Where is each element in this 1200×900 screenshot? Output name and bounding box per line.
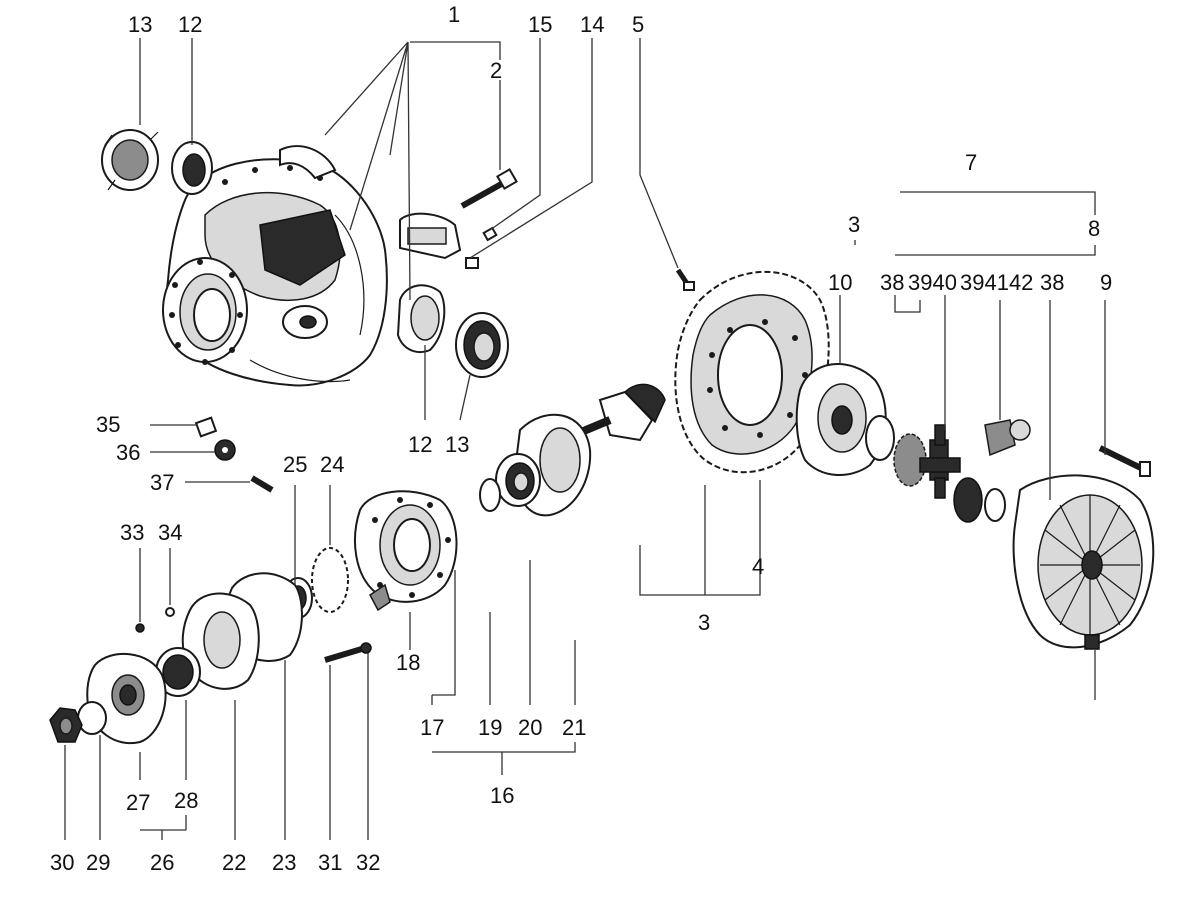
label-36: 36 [116, 440, 140, 465]
label-37: 37 [150, 470, 174, 495]
label-15: 15 [528, 12, 552, 37]
label-13-top: 13 [128, 12, 152, 37]
label-30: 30 [50, 850, 74, 875]
bearing-adjuster-right [396, 284, 446, 354]
label-32: 32 [356, 850, 380, 875]
label-16: 16 [490, 783, 514, 808]
pinion-gear-41 [984, 419, 1031, 457]
pinion-housing [354, 490, 458, 612]
spacer-ring [479, 478, 501, 512]
washer-33 [135, 623, 145, 633]
label-14: 14 [580, 12, 604, 37]
bearing-cap-bolt [460, 168, 518, 209]
label-10: 10 [828, 270, 852, 295]
label-29: 29 [86, 850, 110, 875]
label-19: 19 [478, 715, 502, 740]
leader-lines [64, 38, 1106, 840]
differential-spider [919, 424, 961, 499]
label-2: 2 [490, 58, 502, 83]
label-34: 34 [158, 520, 182, 545]
label-25: 25 [283, 452, 307, 477]
label-394142: 394142 [960, 270, 1033, 295]
label-3-lower: 3 [698, 610, 710, 635]
ring-gear [674, 270, 830, 474]
label-22: 22 [222, 850, 246, 875]
pinion-cover [181, 592, 260, 690]
label-9: 9 [1100, 270, 1112, 295]
label-12-top: 12 [178, 12, 202, 37]
bolt-34 [165, 607, 175, 617]
case-bolt [1098, 445, 1151, 477]
label-13-mid: 13 [445, 432, 469, 457]
label-17: 17 [420, 715, 444, 740]
label-27: 27 [126, 790, 150, 815]
screw-5 [675, 268, 695, 291]
label-35: 35 [96, 412, 120, 437]
label-31: 31 [318, 850, 342, 875]
label-18: 18 [396, 650, 420, 675]
companion-flange [86, 652, 167, 745]
bearing-cup-top-left [171, 141, 213, 195]
part-labels: 13 12 1 2 15 14 5 7 3 8 10 38 3940 39414… [50, 2, 1112, 875]
label-1: 1 [448, 2, 460, 27]
bearing-cup-right [455, 312, 509, 378]
label-3-upper: 3 [848, 212, 860, 237]
label-33: 33 [120, 520, 144, 545]
cover-bolt [324, 642, 372, 663]
label-3940: 3940 [908, 270, 957, 295]
bearing-cap [399, 212, 462, 260]
flange-nut [49, 707, 83, 743]
label-7: 7 [965, 150, 977, 175]
differential-case-half-left [795, 363, 887, 477]
label-23: 23 [272, 850, 296, 875]
thrust-washer [865, 415, 895, 461]
differential-carrier-housing [162, 145, 388, 387]
label-28: 28 [174, 788, 198, 813]
label-24: 24 [320, 452, 344, 477]
label-38-left: 38 [880, 270, 904, 295]
shim-pack [311, 547, 349, 613]
label-38-right: 38 [1040, 270, 1064, 295]
bearing-adjuster-top-left [101, 129, 159, 191]
label-20: 20 [518, 715, 542, 740]
side-gear-right [953, 477, 983, 523]
label-5: 5 [632, 12, 644, 37]
flange-washer [77, 701, 107, 735]
lock-plate [465, 226, 498, 269]
stud-37 [250, 475, 274, 493]
nut-35 [194, 416, 218, 438]
label-12-mid: 12 [408, 432, 432, 457]
washer-36 [214, 439, 236, 461]
differential-case-half-right [1012, 474, 1155, 650]
label-4: 4 [752, 554, 764, 579]
thrust-washer-right [984, 488, 1006, 522]
label-26: 26 [150, 850, 174, 875]
label-8: 8 [1088, 216, 1100, 241]
label-21: 21 [562, 715, 586, 740]
pinion-bearing-inner [495, 453, 541, 507]
